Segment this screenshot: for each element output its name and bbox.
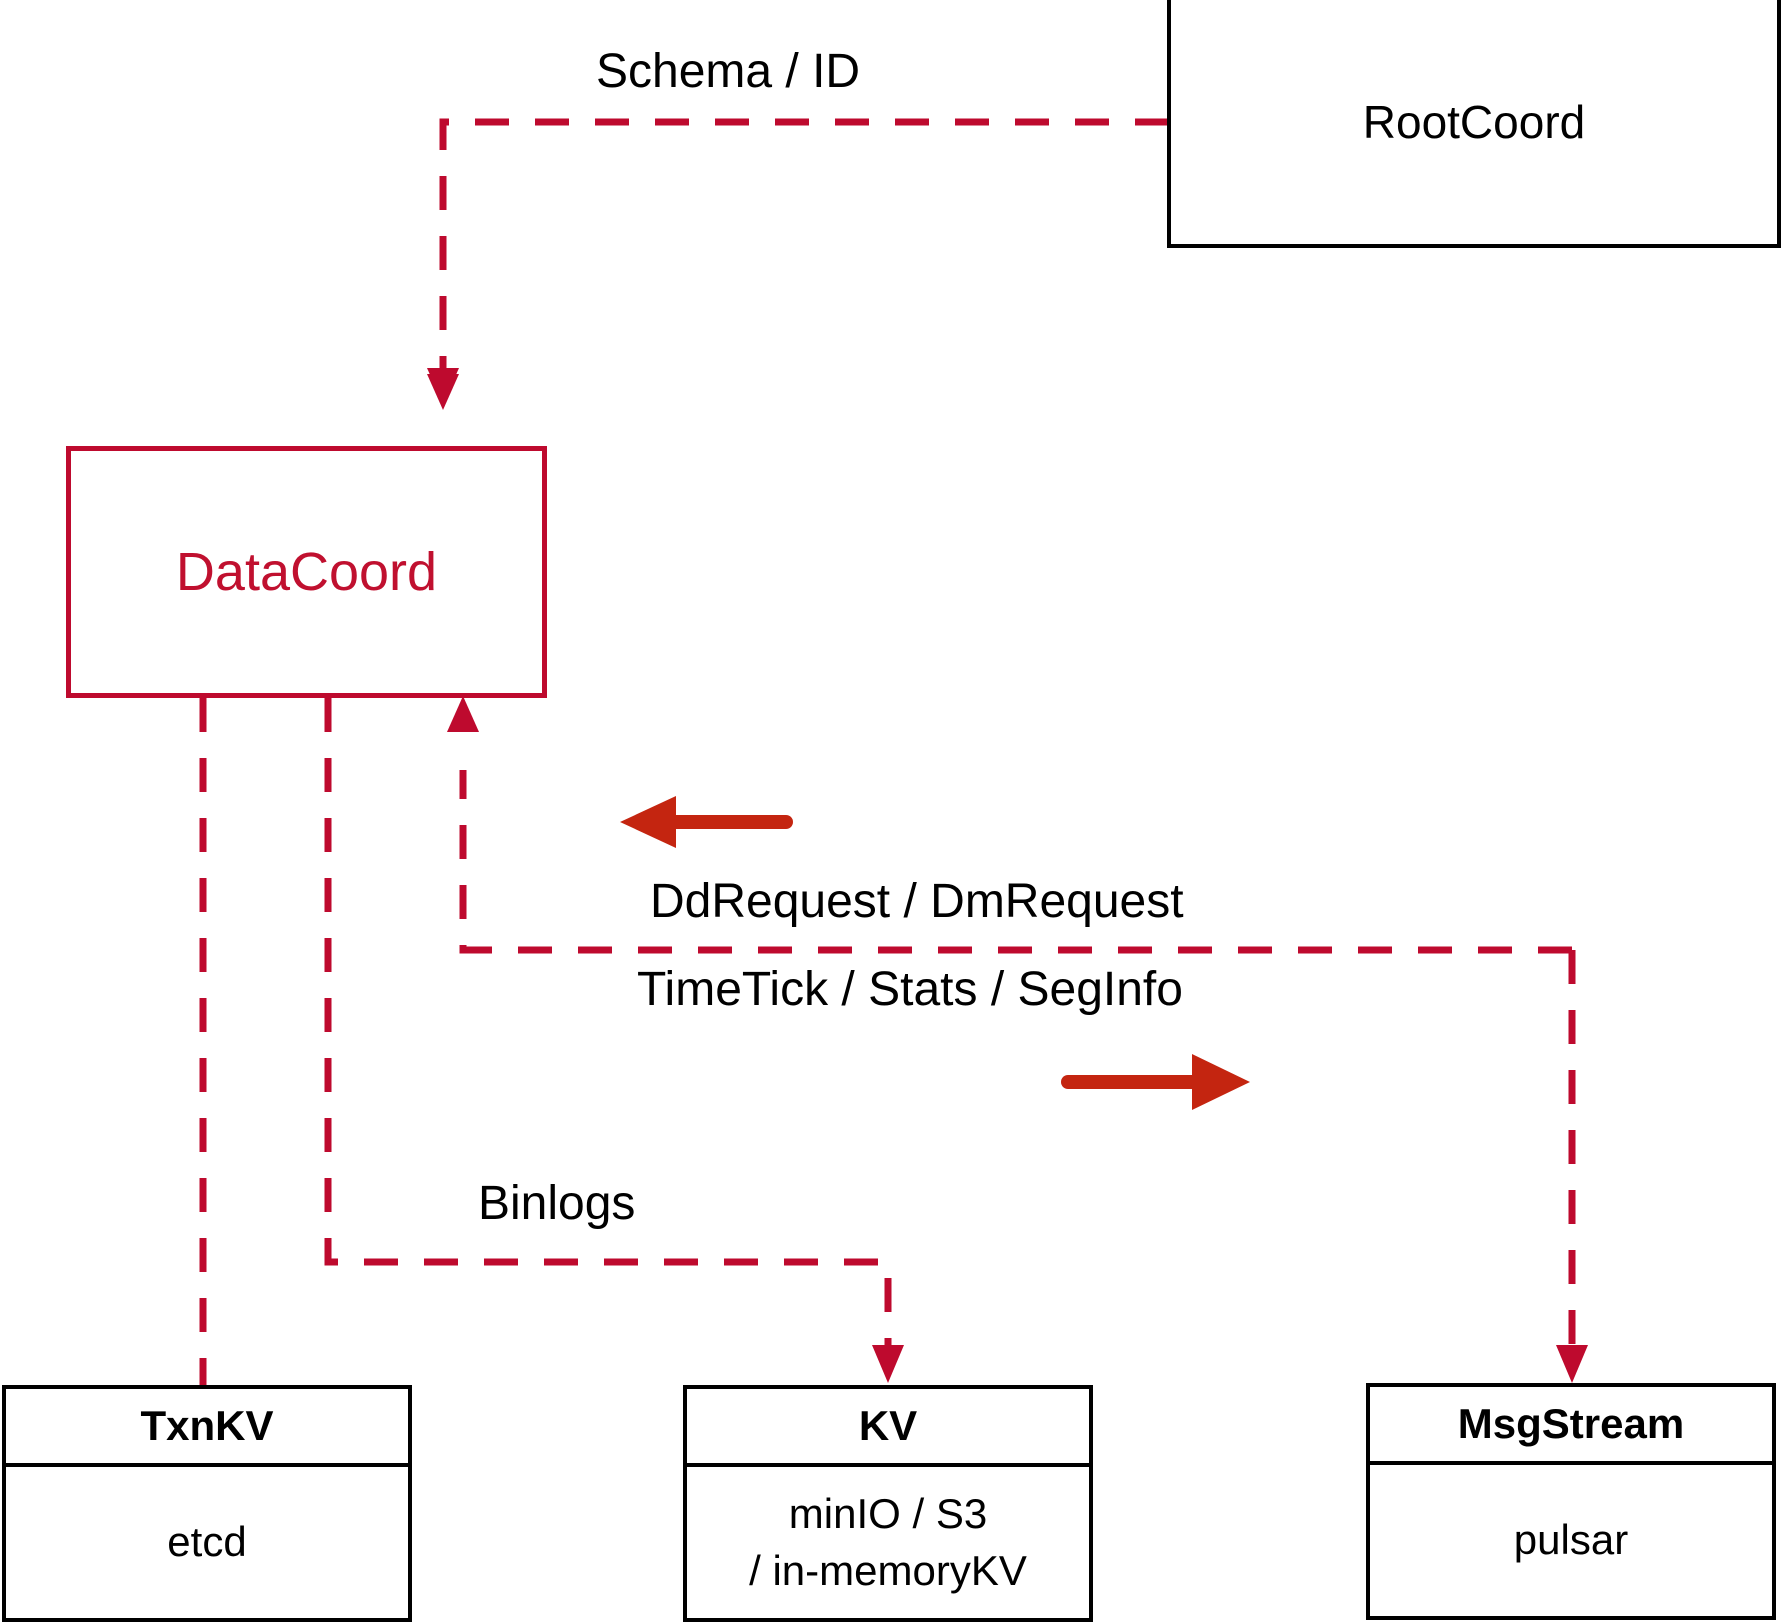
node-kv[interactable]: KV minIO / S3 / in-memoryKV: [683, 1385, 1093, 1622]
node-txnkv[interactable]: TxnKV etcd: [2, 1385, 412, 1622]
edge-timetick-stats-seginfo: [1556, 950, 1588, 1383]
edge-label-ddrequest-dmrequest: DdRequest / DmRequest: [650, 875, 1184, 928]
edge-schema-id: [427, 118, 1169, 410]
edge-label-timetick-stats-seginfo: TimeTick / Stats / SegInfo: [637, 963, 1183, 1016]
node-txnkv-title: TxnKV: [6, 1389, 408, 1467]
edge-label-schema-id: Schema / ID: [596, 45, 861, 98]
node-txnkv-detail: etcd: [167, 1518, 247, 1566]
edge-binlogs: [324, 698, 904, 1383]
node-kv-detail-line2: / in-memoryKV: [749, 1546, 1027, 1594]
node-kv-title: KV: [687, 1389, 1089, 1467]
node-msgstream-title: MsgStream: [1370, 1387, 1772, 1465]
node-datacoord-label: DataCoord: [175, 542, 438, 602]
direction-arrow-right: [1061, 1054, 1250, 1110]
node-kv-detail-line1: minIO / S3: [788, 1489, 988, 1537]
node-msgstream[interactable]: MsgStream pulsar: [1366, 1383, 1776, 1620]
direction-arrow-left: [620, 796, 793, 848]
node-msgstream-detail: pulsar: [1513, 1516, 1629, 1564]
node-rootcoord-label: RootCoord: [1362, 96, 1586, 148]
node-kv-detail: minIO / S3 / in-memoryKV: [687, 1467, 1089, 1618]
edge-label-binlogs: Binlogs: [478, 1177, 636, 1230]
node-datacoord[interactable]: DataCoord: [66, 446, 547, 698]
node-rootcoord[interactable]: RootCoord: [1167, 0, 1781, 248]
